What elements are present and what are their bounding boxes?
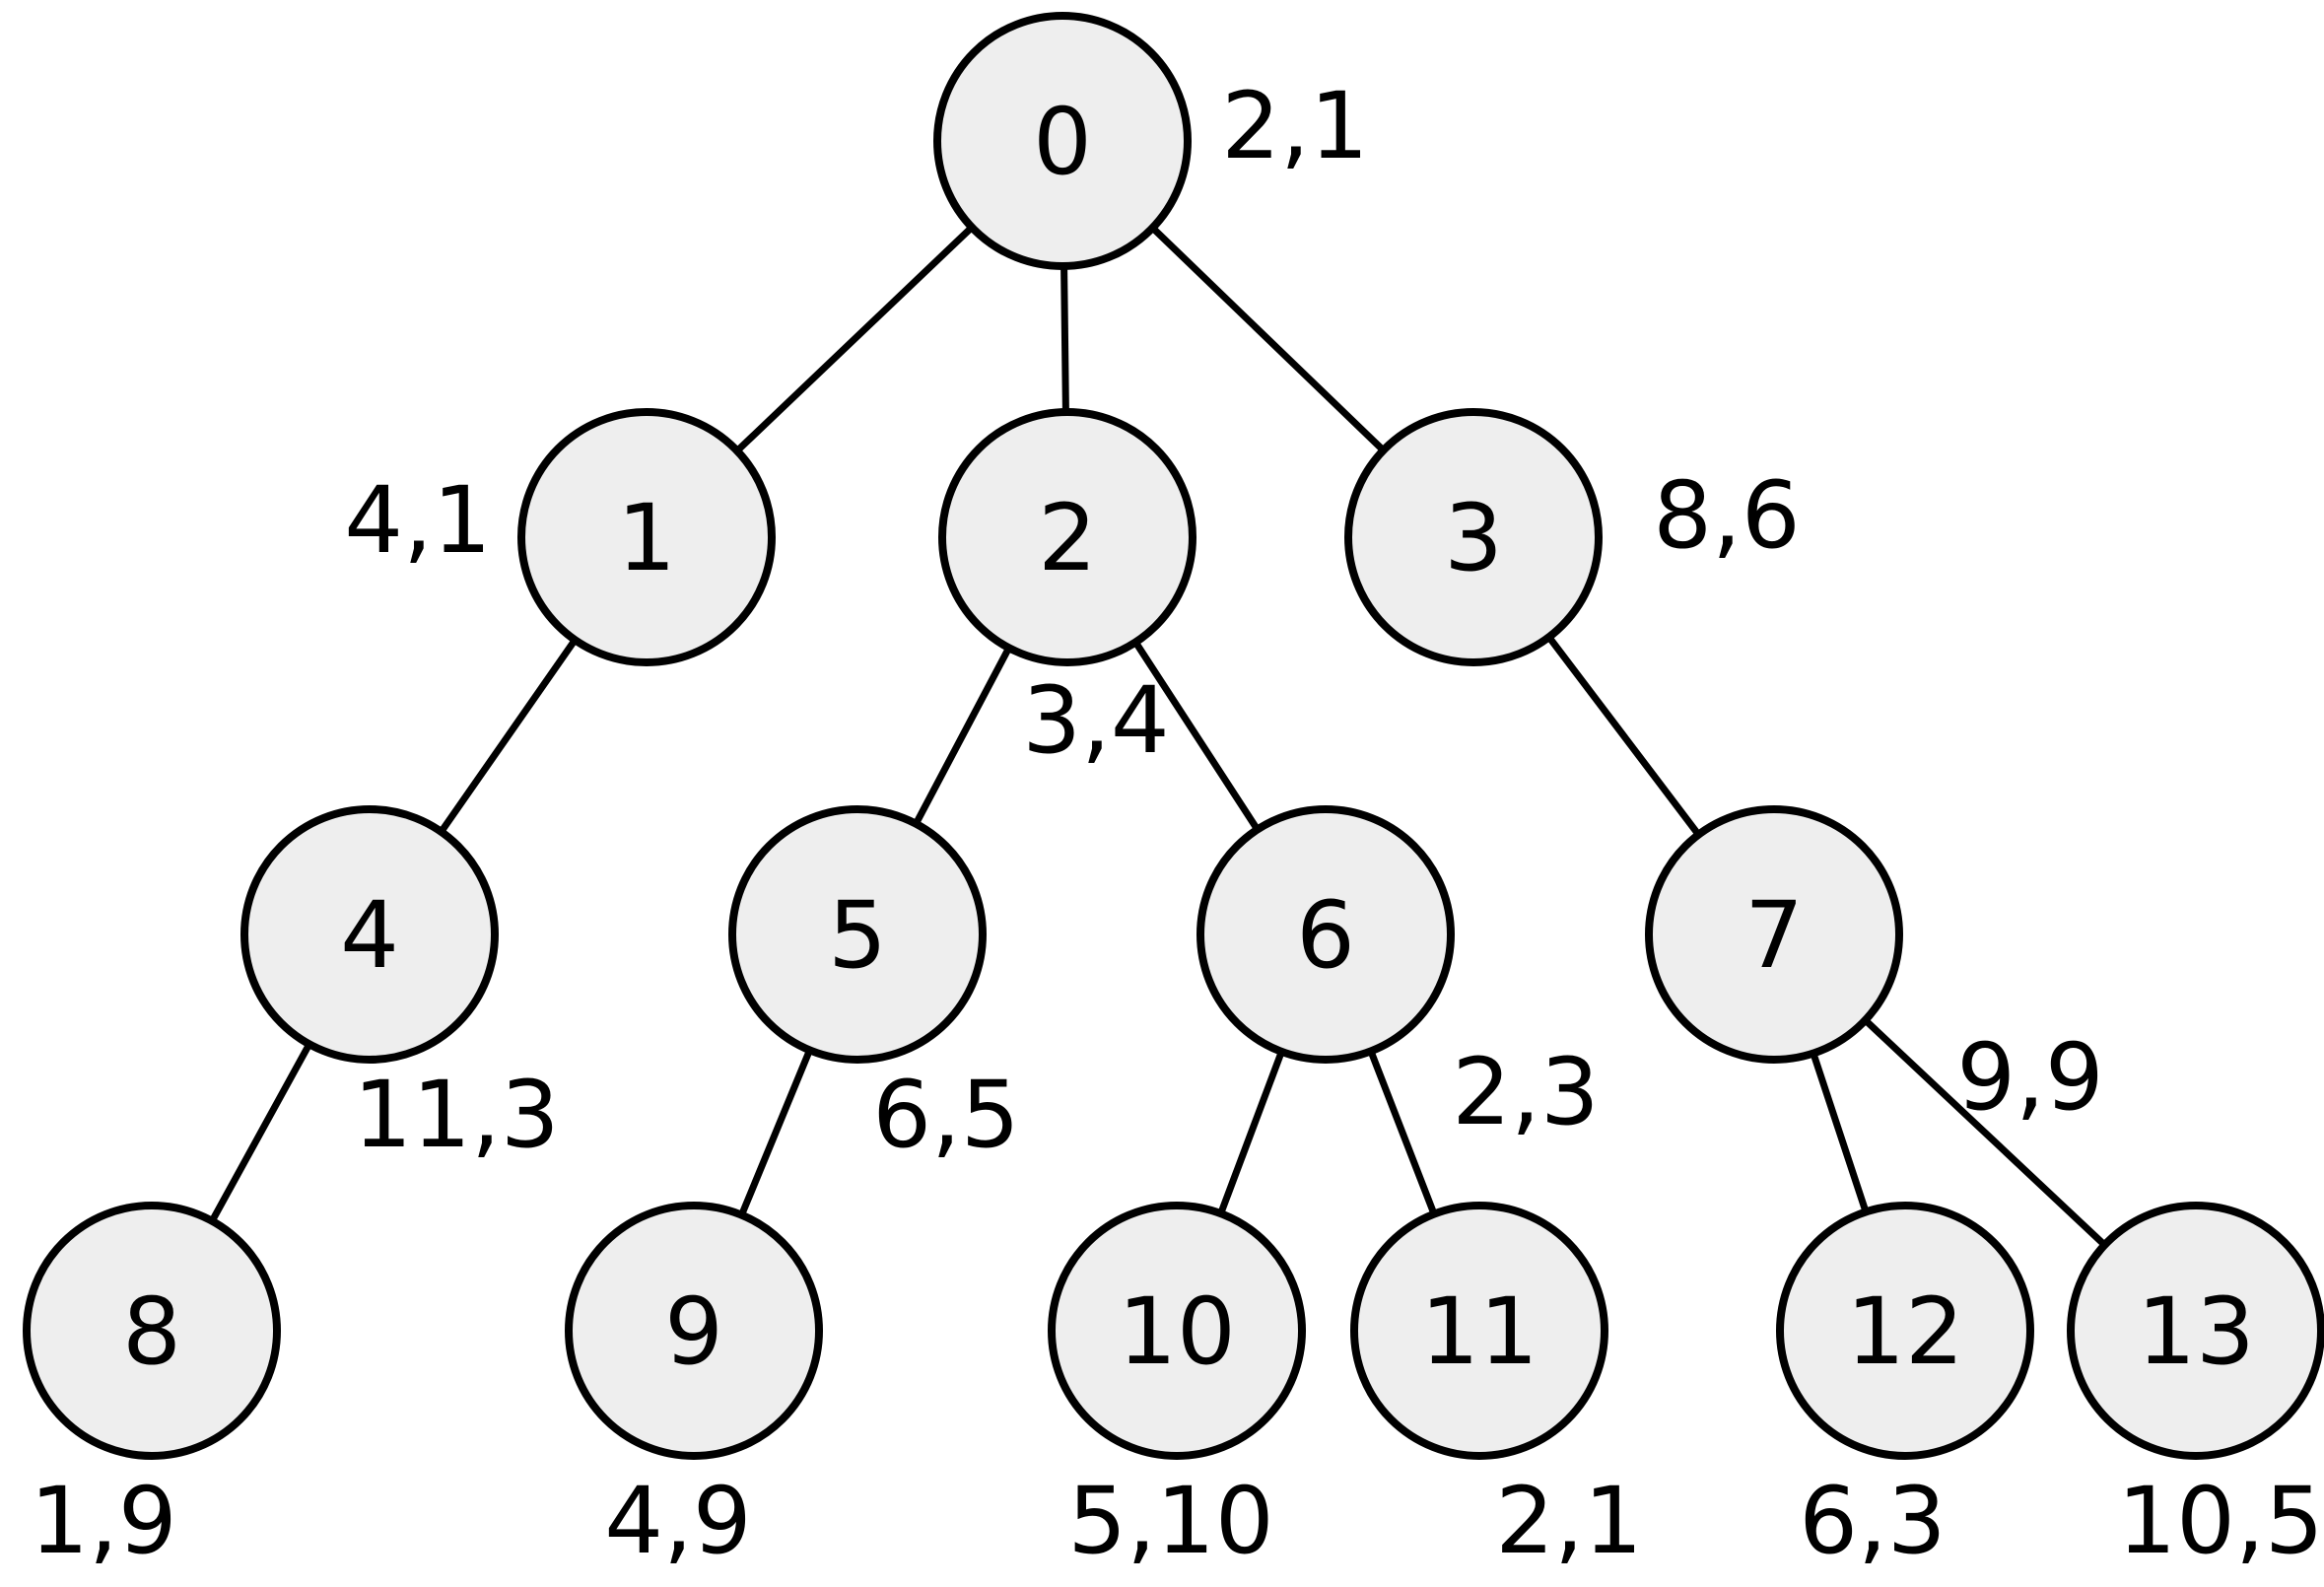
node-label-3: 3 bbox=[1444, 485, 1503, 592]
node-circle-4 bbox=[240, 805, 499, 1064]
node-label-4: 4 bbox=[340, 882, 399, 990]
tree-node-1: 1 bbox=[517, 408, 776, 666]
tree-node-6: 6 bbox=[1196, 805, 1455, 1064]
node-circle-12 bbox=[1776, 1202, 2034, 1460]
node-circle-5 bbox=[728, 805, 987, 1064]
node-annotation-7: 9,9 bbox=[1956, 1024, 2104, 1132]
node-label-0: 0 bbox=[1033, 89, 1092, 196]
node-circle-10 bbox=[1048, 1202, 1306, 1460]
node-label-11: 11 bbox=[1420, 1278, 1538, 1386]
tree-node-2: 2 bbox=[938, 408, 1196, 666]
node-circle-2 bbox=[938, 408, 1196, 666]
node-label-1: 1 bbox=[617, 485, 676, 592]
node-annotation-1: 4,1 bbox=[344, 467, 492, 575]
node-annotation-8: 1,9 bbox=[30, 1468, 177, 1575]
node-circle-0 bbox=[933, 12, 1192, 270]
tree-node-0: 0 bbox=[933, 12, 1192, 270]
node-annotation-9: 4,9 bbox=[604, 1468, 752, 1575]
node-label-6: 6 bbox=[1296, 882, 1355, 990]
tree-node-5: 5 bbox=[728, 805, 987, 1064]
node-label-12: 12 bbox=[1846, 1278, 1964, 1386]
tree-node-11: 11 bbox=[1350, 1202, 1608, 1460]
node-label-10: 10 bbox=[1118, 1278, 1236, 1386]
tree-node-9: 9 bbox=[565, 1202, 823, 1460]
node-circle-8 bbox=[23, 1202, 281, 1460]
node-annotation-13: 10,5 bbox=[2117, 1468, 2323, 1575]
node-circle-6 bbox=[1196, 805, 1455, 1064]
tree-node-12: 12 bbox=[1776, 1202, 2034, 1460]
node-annotation-2: 3,4 bbox=[1022, 667, 1170, 775]
node-annotation-12: 6,3 bbox=[1799, 1468, 1947, 1575]
tree-node-3: 3 bbox=[1344, 408, 1603, 666]
node-annotation-3: 8,6 bbox=[1653, 462, 1801, 570]
tree-node-13: 13 bbox=[2067, 1202, 2324, 1460]
node-annotation-11: 2,1 bbox=[1495, 1468, 1643, 1575]
node-circle-7 bbox=[1645, 805, 1903, 1064]
node-circle-3 bbox=[1344, 408, 1603, 666]
node-label-5: 5 bbox=[828, 882, 887, 990]
tree-node-10: 10 bbox=[1048, 1202, 1306, 1460]
node-annotation-0: 2,1 bbox=[1221, 73, 1369, 180]
node-label-9: 9 bbox=[664, 1278, 723, 1386]
node-circle-1 bbox=[517, 408, 776, 666]
node-annotation-4: 11,3 bbox=[353, 1062, 559, 1169]
node-annotation-6: 2,3 bbox=[1452, 1039, 1600, 1146]
node-label-8: 8 bbox=[122, 1278, 181, 1386]
tree-node-7: 7 bbox=[1645, 805, 1903, 1064]
tree-node-4: 4 bbox=[240, 805, 499, 1064]
node-label-2: 2 bbox=[1038, 485, 1097, 592]
tree-node-8: 8 bbox=[23, 1202, 281, 1460]
node-circle-9 bbox=[565, 1202, 823, 1460]
node-circle-13 bbox=[2067, 1202, 2324, 1460]
node-label-7: 7 bbox=[1744, 882, 1804, 990]
node-annotation-5: 6,5 bbox=[872, 1062, 1020, 1169]
node-circle-11 bbox=[1350, 1202, 1608, 1460]
node-annotation-10: 5,10 bbox=[1067, 1468, 1273, 1575]
node-label-13: 13 bbox=[2137, 1278, 2255, 1386]
